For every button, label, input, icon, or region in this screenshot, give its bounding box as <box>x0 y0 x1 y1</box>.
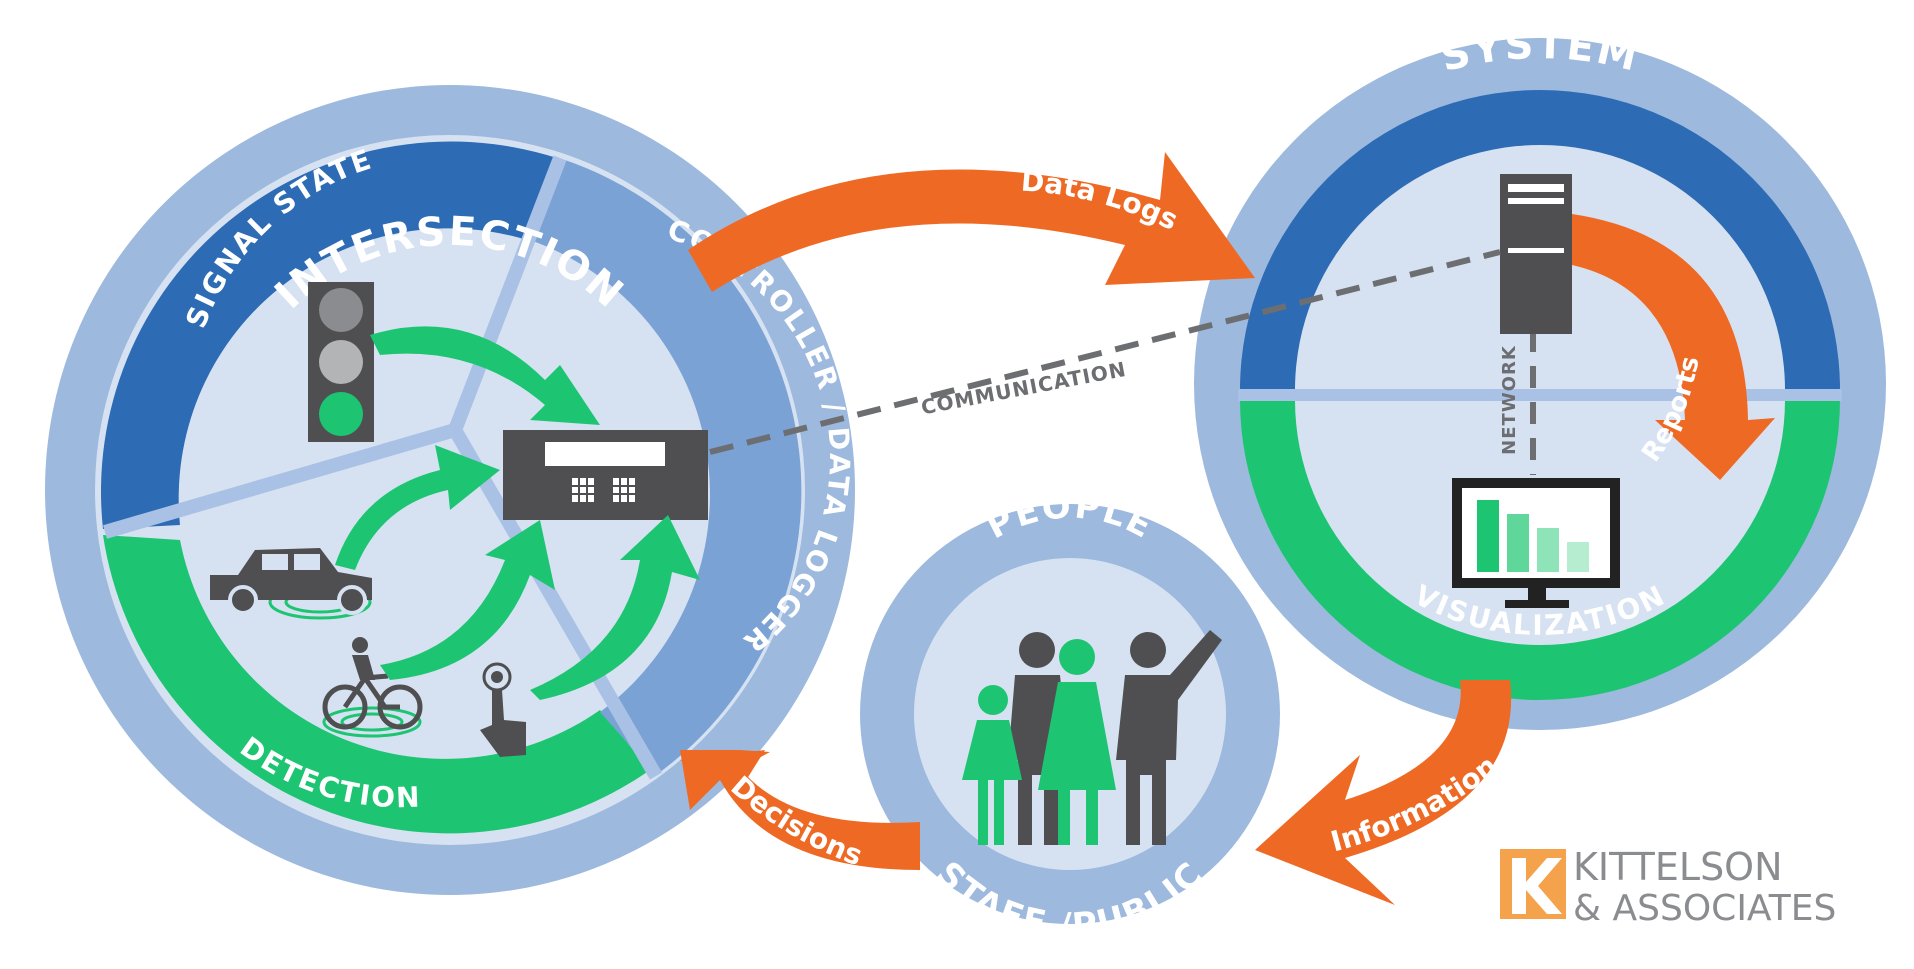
controller-icon <box>503 430 708 520</box>
server-icon <box>1500 174 1572 334</box>
kittelson-logo-mark <box>1500 849 1566 919</box>
bicycle-to-controller-arrow <box>380 520 555 680</box>
kittelson-logo: KITTELSON & ASSOCIATES <box>1500 845 1836 929</box>
divider-line <box>448 426 663 780</box>
signal-to-controller-arrow <box>370 326 600 425</box>
signal-state-band <box>100 141 557 530</box>
system-green-band <box>1240 400 1840 700</box>
car-to-controller-arrow <box>335 445 500 570</box>
push-button-icon <box>480 662 526 757</box>
car-icon <box>210 548 372 620</box>
detection-band <box>103 535 650 834</box>
system-inner <box>1264 108 1816 660</box>
communication-line <box>709 249 1501 455</box>
divider-line <box>448 155 567 433</box>
traffic-light-icon <box>308 282 374 442</box>
button-to-controller-arrow <box>530 515 700 700</box>
controller-band <box>530 160 802 775</box>
information-arrow: Information <box>1255 680 1512 905</box>
divider-line <box>103 423 457 539</box>
system-blue-band <box>1240 90 1840 390</box>
detection-arrows <box>335 326 700 700</box>
system-circle: SYSTEM VISUALIZATION <box>1194 22 1886 730</box>
logo-line1: KITTELSON <box>1573 845 1783 889</box>
network-label: NETWORK <box>1499 345 1520 455</box>
monitor-chart-icon <box>1452 478 1620 608</box>
bicycle-icon <box>322 637 423 738</box>
logo-line2: & ASSOCIATES <box>1573 888 1836 929</box>
people-group-icon <box>962 630 1222 845</box>
